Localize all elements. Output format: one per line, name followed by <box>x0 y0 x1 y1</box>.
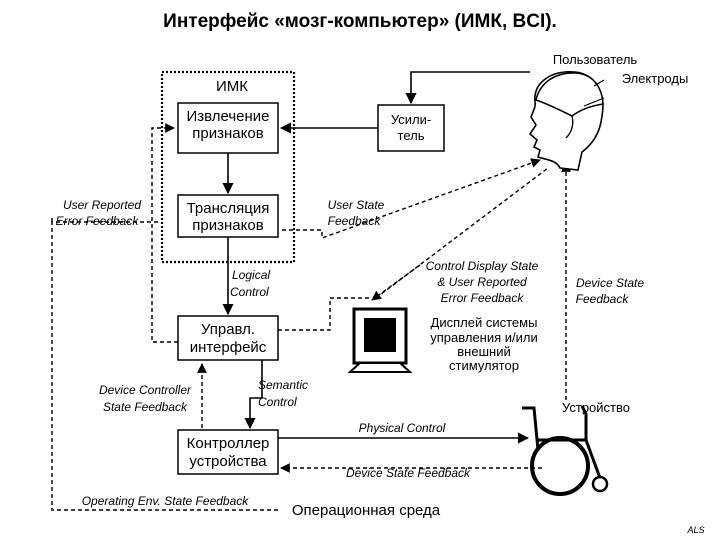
user-label: Пользователь <box>553 52 638 67</box>
amplifier-line1: Усили- <box>391 112 431 127</box>
user-state-line2: Feedback <box>328 214 382 228</box>
amplifier-box: Усили- тель <box>377 104 445 152</box>
user-reported-error-line2: Error Feedback <box>56 214 140 228</box>
electrodes-label: Электроды <box>622 71 689 86</box>
user-to-amplifier-arrow <box>405 71 530 105</box>
operating-env-feedback-line <box>51 221 278 511</box>
semantic-control-line1: Semantic <box>258 378 308 392</box>
feature-extraction-line1: Извлечение <box>186 108 269 125</box>
display-feedback-line <box>278 297 372 331</box>
device-label: Устройство <box>562 400 630 415</box>
author-mark: ALS <box>686 525 704 535</box>
display-to-user-line <box>375 167 549 299</box>
feature-translation-box: Трансляция признаков <box>177 194 279 238</box>
user-reported-error-line1: User Reported <box>63 198 141 212</box>
display-line1: Дисплей системы <box>431 315 538 330</box>
interface-to-controller-arrow <box>244 360 263 430</box>
feature-extraction-line2: признаков <box>192 125 263 142</box>
control-display-line3: Error Feedback <box>441 291 525 305</box>
device-controller-line2: устройства <box>189 453 267 470</box>
logical-control-line2: Control <box>230 285 269 299</box>
device-controller-box: Контроллер устройства <box>177 429 279 475</box>
logical-control-line1: Logical <box>232 268 270 282</box>
user-head-icon <box>528 71 605 171</box>
user-state-line1: User State <box>328 198 385 212</box>
control-display-line2: & User Reported <box>437 275 527 289</box>
device-controller-state-line2: State Feedback <box>103 400 188 414</box>
wheelchair-icon <box>522 405 609 496</box>
control-interface-line1: Управл. <box>201 321 255 338</box>
display-line4: стимулятор <box>449 358 519 373</box>
error-feedback-arrow <box>151 123 178 343</box>
display-line3: внешний <box>457 344 510 359</box>
feature-translation-line2: признаков <box>192 217 263 234</box>
display-state-arrow <box>371 264 421 301</box>
device-controller-state-line1: Device Controller <box>99 383 192 397</box>
monitor-icon <box>347 307 413 373</box>
device-controller-line1: Контроллер <box>187 435 270 452</box>
semantic-control-line2: Control <box>258 395 297 409</box>
bci-label: ИМК <box>216 78 248 95</box>
environment-label: Операционная среда <box>292 502 441 519</box>
display-line2: управления и/или <box>430 330 538 345</box>
user-state-feedback-arrow <box>282 158 541 239</box>
operating-env-label: Operating Env. State Feedback <box>82 494 250 508</box>
amplifier-line2: тель <box>398 128 425 143</box>
control-display-line1: Control Display State <box>426 259 539 273</box>
feature-extraction-box: Извлечение признаков <box>177 102 279 154</box>
device-state-line2: Feedback <box>576 292 630 306</box>
device-state-line1: Device State <box>576 276 644 290</box>
page-title: Интерфейс «мозг-компьютер» (ИМК, BCI). <box>163 11 557 32</box>
physical-control-label: Physical Control <box>359 421 446 435</box>
feature-translation-line1: Трансляция <box>187 200 270 217</box>
control-interface-box: Управл. интерфейс <box>177 315 279 361</box>
control-interface-line2: интерфейс <box>190 339 267 356</box>
device-state-bottom-label: Device State Feedback <box>346 466 471 480</box>
